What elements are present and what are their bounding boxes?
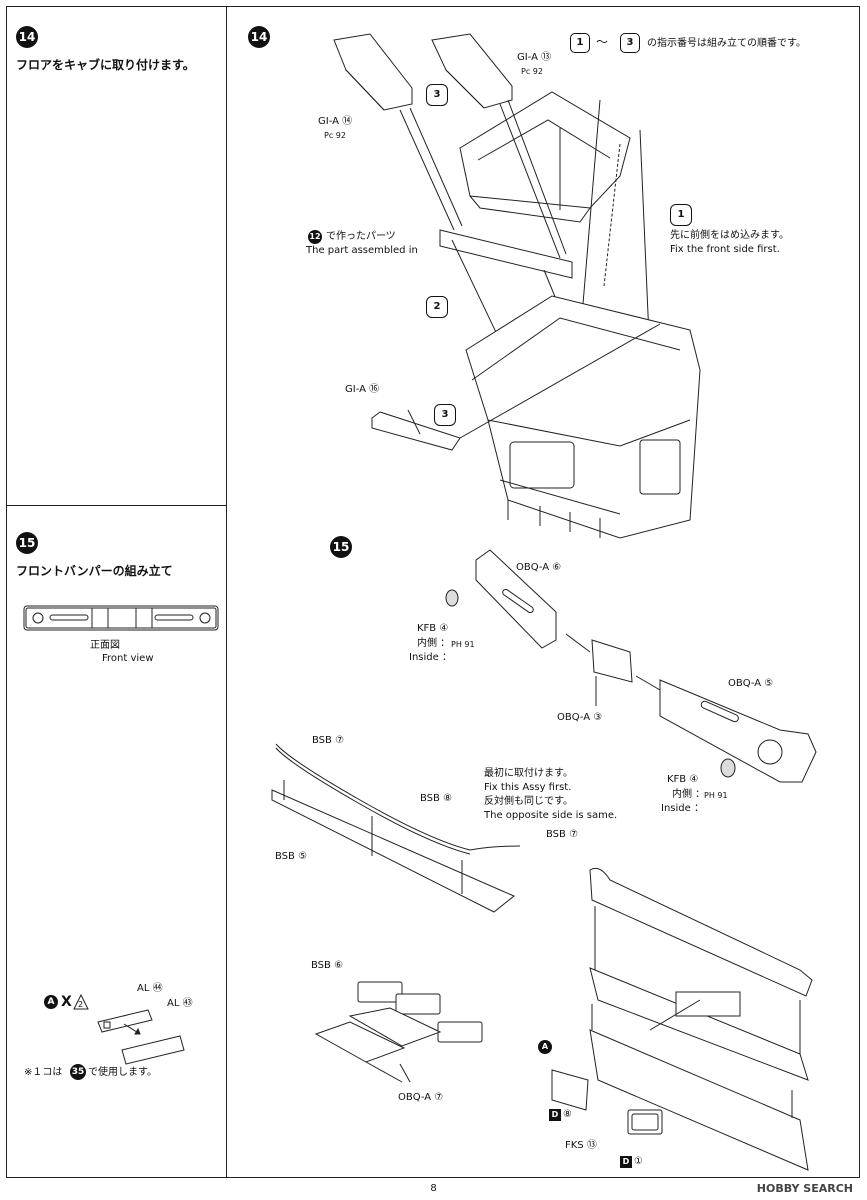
gia16-label: GI-A ⑯ bbox=[345, 384, 380, 395]
step14-order-3a: 3 bbox=[426, 84, 448, 106]
gia13-paint: Pc 92 bbox=[521, 67, 543, 76]
step1-jp: 先に前側をはめ込みます。 bbox=[670, 230, 789, 241]
gia14-label: GI-A ⑭ bbox=[318, 116, 353, 127]
gia14-paint: Pc 92 bbox=[324, 131, 346, 140]
paint-x-mark: X bbox=[61, 994, 72, 1010]
inside-a-label: Inside ： bbox=[409, 652, 452, 663]
front-view-jp: 正面図 bbox=[90, 640, 120, 651]
order-end-badge: 3 bbox=[620, 33, 640, 53]
left-section-divider bbox=[6, 505, 227, 506]
d8-badge: D bbox=[549, 1109, 561, 1121]
d1-badge: D bbox=[620, 1156, 632, 1168]
note-jp1: 最初に取付けます。 bbox=[484, 768, 573, 779]
inner-a-paint: PH 91 bbox=[451, 640, 475, 649]
inner-b-label: 内側 ： bbox=[672, 789, 706, 800]
front-view-bumper-drawing bbox=[23, 605, 219, 631]
bsb8-label: BSB ⑧ bbox=[420, 793, 453, 804]
left-step15-number: 15 bbox=[16, 532, 38, 554]
paint-triangle-badge bbox=[73, 994, 89, 1010]
note-suffix: で使用します。 bbox=[88, 1067, 157, 1078]
obqa7-label: OBQ-A ⑦ bbox=[398, 1092, 444, 1103]
page-number: 8 bbox=[430, 1183, 437, 1194]
bsb7a-label: BSB ⑦ bbox=[312, 735, 345, 746]
note-en1: Fix this Assy first. bbox=[484, 782, 572, 793]
inner-b-paint: PH 91 bbox=[704, 791, 728, 800]
obqa6-label: OBQ-A ⑥ bbox=[516, 562, 562, 573]
paint-triangle-number: 2 bbox=[78, 1000, 84, 1009]
bsb7b-label: BSB ⑦ bbox=[546, 829, 579, 840]
al-parts-drawing bbox=[97, 1009, 185, 1065]
note-step-badge: 35 bbox=[70, 1064, 86, 1080]
bsb5-label: BSB ⑤ bbox=[275, 851, 308, 862]
obqa3-label: OBQ-A ③ bbox=[557, 712, 603, 723]
column-divider bbox=[226, 6, 227, 1178]
left-step14-number: 14 bbox=[16, 26, 38, 48]
paint-a-badge-right: A bbox=[538, 1040, 552, 1054]
page-frame bbox=[6, 6, 860, 1178]
order-start-badge: 1 bbox=[570, 33, 590, 53]
part12-en: The part assembled in bbox=[306, 245, 418, 256]
left-step15-title: フロントバンパーの組み立て bbox=[16, 564, 173, 578]
step14-order-3b: 3 bbox=[434, 404, 456, 426]
inner-a-label: 内側 ： bbox=[417, 638, 451, 649]
d8-label: ⑧ bbox=[563, 1109, 572, 1120]
order-note: の指示番号は組み立ての順番です。 bbox=[647, 38, 806, 49]
step1-en: Fix the front side first. bbox=[670, 244, 780, 255]
bsb6-label: BSB ⑥ bbox=[311, 960, 344, 971]
note-jp2: 反対側も同じです。 bbox=[484, 796, 573, 807]
al54-label: AL ㊹ bbox=[137, 983, 163, 994]
fks13-label: FKS ⑬ bbox=[565, 1140, 597, 1151]
paint-a-badge: A bbox=[44, 995, 58, 1009]
note-prefix: ※１コは bbox=[24, 1067, 63, 1078]
part12-jp: で作ったパーツ bbox=[326, 231, 396, 242]
step14-order-2: 2 bbox=[426, 296, 448, 318]
inside-b-label: Inside ： bbox=[661, 803, 704, 814]
d1-label: ① bbox=[634, 1156, 643, 1167]
kfb4a-label: KFB ④ bbox=[417, 623, 449, 634]
step14-order-1: 1 bbox=[670, 204, 692, 226]
watermark-logo: HOBBY SEARCH bbox=[756, 1182, 853, 1195]
order-tilde: 〜 bbox=[596, 35, 609, 49]
al53-label: AL ㊸ bbox=[167, 998, 193, 1009]
step14-number: 14 bbox=[248, 26, 270, 48]
left-step14-title: フロアをキャブに取り付けます。 bbox=[16, 58, 195, 72]
obqa5-label: OBQ-A ⑤ bbox=[728, 678, 774, 689]
step15-number: 15 bbox=[330, 536, 352, 558]
kfb4b-label: KFB ④ bbox=[667, 774, 699, 785]
gia13-label: GI-A ⑬ bbox=[517, 52, 552, 63]
front-view-en: Front view bbox=[102, 653, 154, 664]
note-en2: The opposite side is same. bbox=[484, 810, 618, 821]
part12-badge: 12 bbox=[308, 230, 322, 244]
